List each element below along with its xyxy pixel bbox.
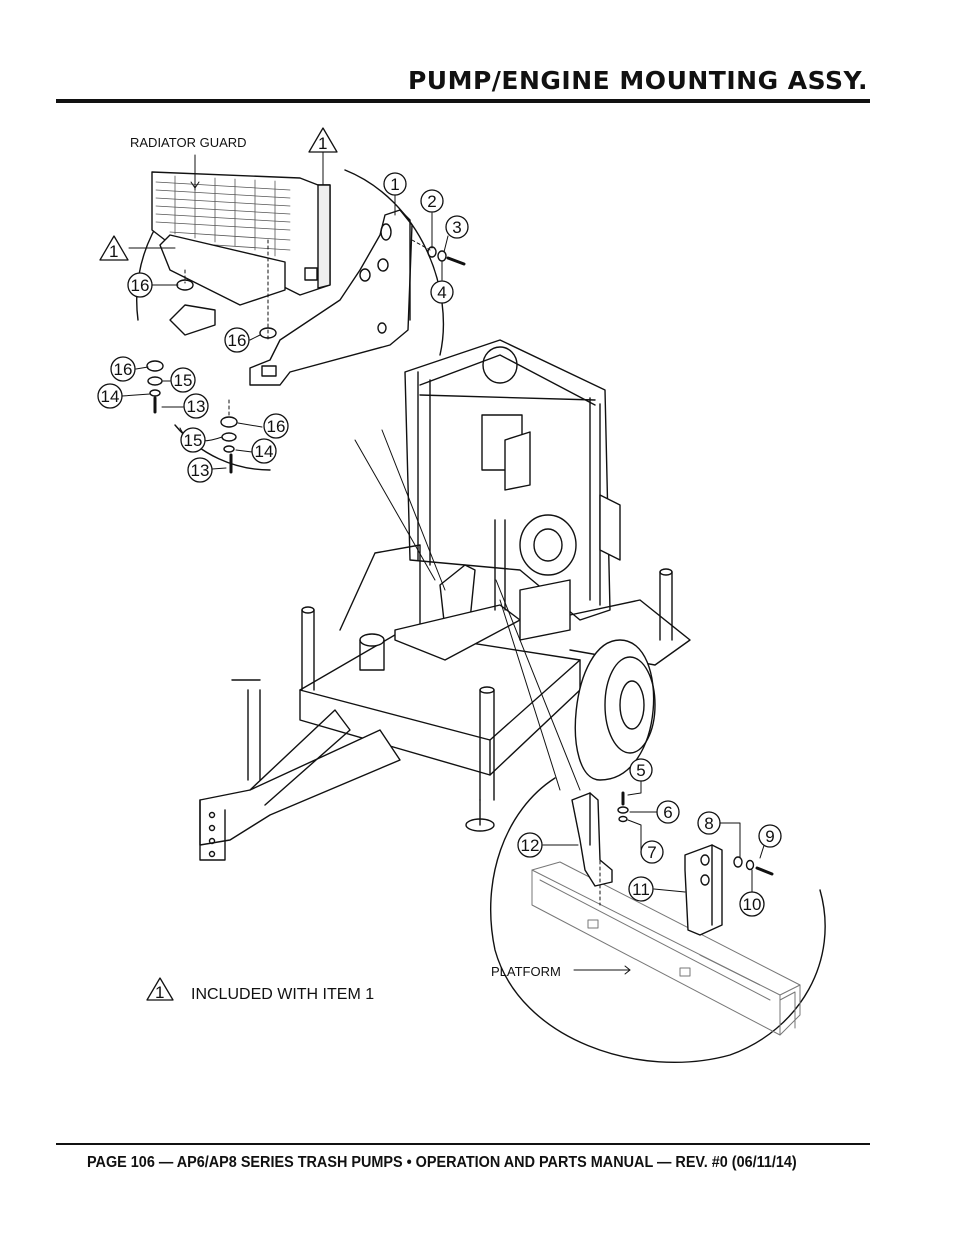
callout-14: 14 (101, 387, 120, 406)
callout-10: 10 (743, 895, 762, 914)
note-marker: 1 (155, 983, 164, 1002)
guard-bracket (159, 234, 286, 336)
callout-16: 16 (228, 331, 247, 350)
callout-5: 5 (636, 761, 645, 780)
callout-16: 16 (131, 276, 150, 295)
note-text: INCLUDED WITH ITEM 1 (191, 986, 374, 1003)
trailer-deck (299, 544, 691, 781)
platform-beam (531, 861, 801, 1036)
header-rule (56, 99, 870, 103)
callout-14: 14 (255, 442, 274, 461)
hardware-bottom (599, 791, 774, 906)
callout-15: 15 (174, 371, 193, 390)
bottom-detail-circle (489, 777, 826, 1063)
tow-tongue (199, 709, 401, 861)
platform-label: PLATFORM (491, 964, 561, 979)
callout-7: 7 (647, 843, 656, 862)
callout-16: 16 (114, 360, 133, 379)
callout-6: 6 (663, 803, 672, 822)
callout-16: 16 (267, 417, 286, 436)
bracket-item-12 (571, 792, 613, 887)
callout-1: 1 (390, 175, 399, 194)
pump-frame (404, 339, 621, 621)
callout-4: 4 (437, 283, 446, 302)
callout-8: 8 (704, 814, 713, 833)
jack-posts (231, 568, 673, 832)
callout-13: 13 (191, 461, 210, 480)
footer-rule (56, 1143, 870, 1145)
callout-11: 11 (632, 880, 650, 899)
leaders-bottom (190, 181, 768, 975)
callout-9: 9 (765, 827, 774, 846)
callout-3: 3 (452, 218, 461, 237)
page-title: PUMP/ENGINE MOUNTING ASSY. (407, 66, 868, 95)
radiator-guard-label: RADIATOR GUARD (130, 135, 247, 150)
note-triangles (99, 127, 338, 1001)
mount-bracket-item-1 (249, 209, 413, 386)
detail-connectors (354, 429, 581, 791)
plate-item-11 (684, 844, 723, 936)
callout-13: 13 (187, 397, 206, 416)
engine-mount-on-frame (359, 519, 571, 671)
callout-12: 12 (521, 836, 540, 855)
page-footer: PAGE 106 — AP6/AP8 SERIES TRASH PUMPS • … (87, 1154, 797, 1171)
triangle-label: 1 (318, 134, 327, 153)
triangle-label: 1 (109, 242, 118, 261)
callout-2: 2 (427, 192, 436, 211)
callout-15: 15 (184, 431, 203, 450)
callout-circles (97, 172, 782, 917)
